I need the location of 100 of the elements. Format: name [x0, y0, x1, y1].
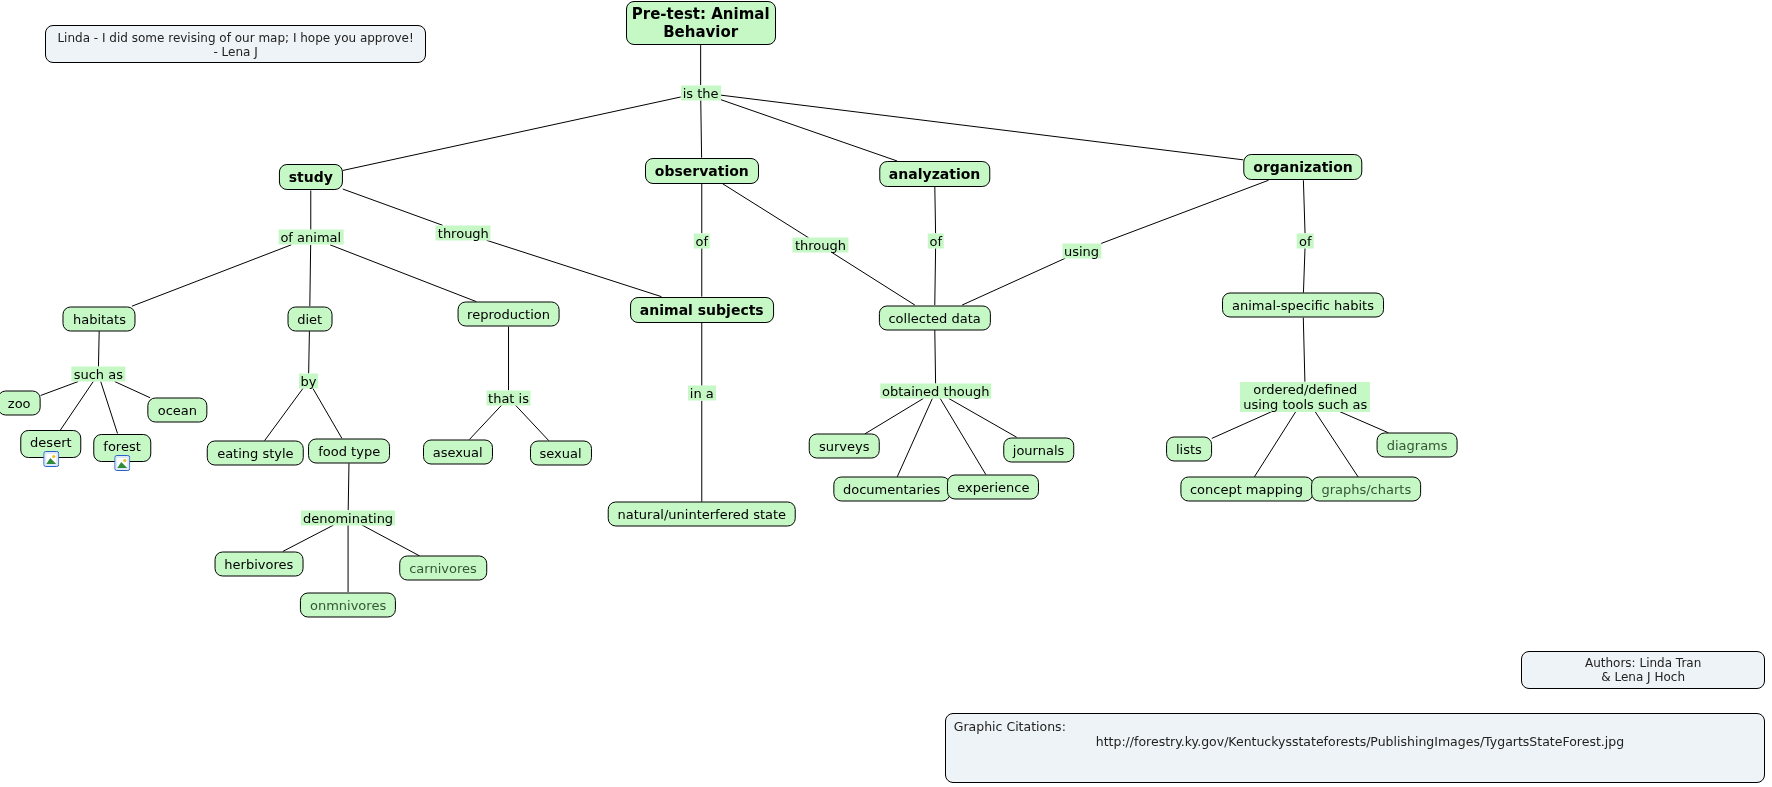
note-text: - Lena J [213, 44, 259, 59]
connector-line [896, 398, 933, 478]
connector-line [720, 99, 898, 162]
connector-line [701, 400, 703, 503]
connector-line [1314, 411, 1359, 478]
linking-phrase: through [435, 225, 491, 241]
connector-line [701, 322, 703, 387]
linking-phrase: using [1061, 243, 1102, 259]
concept-box: ocean [147, 397, 208, 423]
connector-line [114, 381, 151, 399]
concept-box: zoo [0, 390, 41, 416]
note-text: Linda - I did some revising of our map; I hope you approve! [56, 30, 415, 45]
connector-line [721, 183, 809, 239]
connector-line [700, 44, 702, 86]
connector-line [97, 330, 100, 368]
connector-line [1339, 411, 1389, 434]
linking-phrase: is the [680, 85, 721, 101]
linking-phrase: denominating [301, 510, 396, 526]
concept-box: animal subjects [629, 296, 774, 323]
linking-phrase: in a [687, 385, 716, 401]
concept-label: desert [30, 435, 72, 451]
concept-box: concept mapping [1179, 476, 1314, 502]
concept-box: surveys [808, 433, 880, 459]
connector-line [347, 524, 349, 593]
concept-box: sexual [529, 440, 592, 466]
connector-line [131, 244, 292, 307]
connector-line [309, 244, 312, 307]
connector-line [361, 524, 421, 557]
concept-box: documentaries [833, 476, 951, 502]
concept-box: animal-specific habits [1222, 292, 1384, 318]
connector-line [939, 398, 987, 476]
concept-box: experience [947, 474, 1040, 500]
connector-line [59, 381, 94, 431]
connector-line [1302, 179, 1306, 234]
linking-phrase: ordered/defined using tools such as [1240, 381, 1371, 412]
concept-box: journals [1002, 437, 1075, 463]
connector-line [486, 239, 662, 298]
concept-box: diagrams [1376, 432, 1458, 458]
concept-label: forest [103, 438, 141, 454]
concept-box: collected data [878, 305, 991, 331]
connector-line [864, 398, 924, 435]
connector-line [468, 404, 502, 441]
linking-phrase: that is [486, 390, 531, 406]
connector-line [308, 330, 310, 374]
concept-box: diet [287, 306, 333, 332]
concept-box: asexual [422, 439, 493, 465]
connector-line [1100, 179, 1270, 244]
concept-box: eating style [207, 440, 304, 466]
connector-line [720, 94, 1244, 161]
concept-box: organization [1243, 154, 1363, 181]
connector-line [1302, 247, 1306, 294]
concept-box: food type [308, 438, 391, 464]
connector-line [701, 247, 703, 298]
connector-line [948, 398, 1018, 438]
concept-box: study [278, 164, 343, 191]
connector-line [342, 188, 444, 226]
connector-line [347, 462, 350, 511]
concept-box: onmnivores [299, 592, 397, 618]
concept-box: analyzation [878, 161, 991, 188]
linking-phrase: of [1297, 233, 1314, 249]
connector-line [961, 257, 1066, 306]
concept-box: herbivores [214, 551, 304, 577]
concept-box: observation [644, 157, 759, 184]
concept-box: lists [1165, 436, 1212, 462]
connector-line [282, 524, 335, 552]
connector-line [40, 381, 79, 396]
connector-line [700, 99, 703, 159]
linking-phrase: such as [71, 366, 125, 382]
connector-line [508, 326, 510, 391]
connector-line [310, 189, 312, 231]
connector-line [934, 247, 937, 306]
connector-line [701, 183, 703, 234]
concept-box: reproduction [457, 301, 560, 327]
linking-phrase: by [298, 373, 319, 389]
connector-line [329, 244, 477, 303]
connector-line [1302, 317, 1306, 383]
linking-phrase: of [693, 233, 711, 249]
concept-box: natural/uninterfered state [607, 501, 797, 527]
connector-line [1211, 411, 1273, 439]
citation-box [944, 713, 1766, 784]
connector-line [100, 381, 118, 434]
connector-line [312, 387, 343, 439]
note-box: Authors: Linda Tran & Lena J Hoch [1521, 650, 1766, 690]
connector-line [515, 404, 550, 442]
linking-phrase: of [927, 233, 944, 249]
connector-line [1253, 411, 1297, 478]
connector-line [342, 96, 682, 171]
connector-line [934, 329, 937, 384]
note-box [45, 24, 427, 64]
linking-phrase: through [792, 237, 848, 253]
citation-url: http://forestry.ky.gov/Kentuckysstateforests/PublishingImages/TygartsStateForest.jpg [1095, 734, 1626, 750]
concept-box: carnivores [399, 555, 487, 581]
linking-phrase: obtained though [879, 383, 992, 399]
connector-line [264, 387, 304, 442]
connector-line [831, 252, 916, 306]
citation-heading: Graphic Citations: [953, 719, 1067, 735]
concept-box: habitats [62, 306, 136, 332]
connector-line [934, 186, 937, 234]
title-box: Pre-test: Animal Behavior [625, 1, 776, 46]
linking-phrase: of animal [278, 229, 344, 245]
